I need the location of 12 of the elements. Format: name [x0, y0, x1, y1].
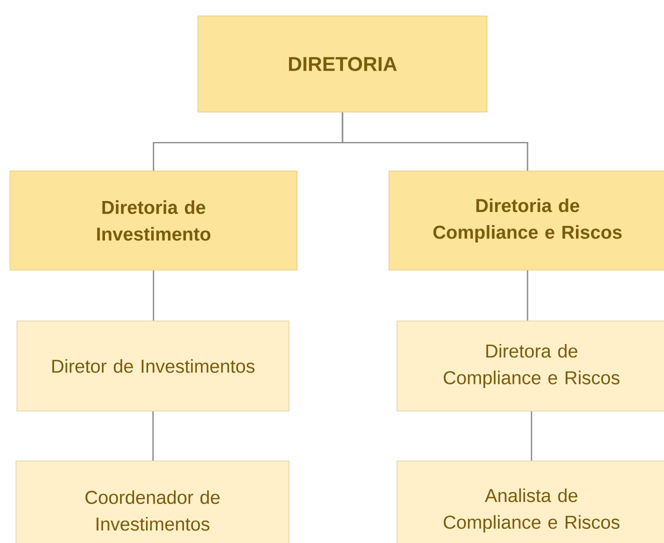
- connector-line: [342, 112, 528, 171]
- org-box: Diretoria de Investimento: [10, 170, 298, 270]
- connector-line: [152, 270, 154, 321]
- org-box: Coordenador de Investimentos: [16, 460, 290, 543]
- org-box: Diretor de Investimentos: [16, 320, 290, 412]
- org-box: Analista de Compliance e Riscos: [396, 460, 664, 543]
- org-box: DIRETORIA: [198, 16, 488, 112]
- connector-line: [530, 411, 532, 461]
- org-box: Diretoria de Compliance e Riscos: [388, 170, 664, 270]
- connector-line: [152, 411, 154, 461]
- org-box: Diretora de Compliance e Riscos: [396, 320, 664, 412]
- connector-line: [526, 270, 528, 321]
